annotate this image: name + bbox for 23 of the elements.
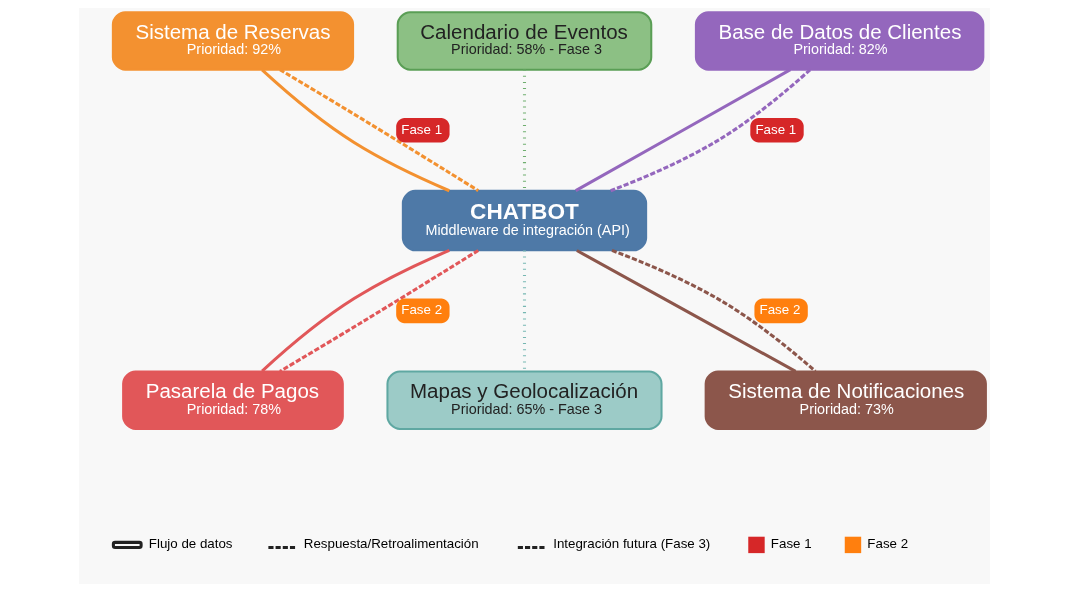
connector <box>610 249 816 373</box>
node-box: CHATBOT Middleware de integración (API) <box>401 189 647 252</box>
node-box: Pasarela de Pagos Prioridad: 78% <box>121 370 344 430</box>
connector <box>575 249 796 373</box>
node-box: Calendario de Eventos Prioridad: 58% - Fase 3 <box>396 11 652 71</box>
edge-label: Fase 2 <box>400 302 442 318</box>
connector <box>278 249 479 373</box>
edge-label: Fase 1 <box>400 121 442 137</box>
connector <box>574 68 791 192</box>
legend-label: Flujo de datos <box>148 536 233 552</box>
edge-label: Fase 2 <box>759 302 800 318</box>
legend-label: Fase 2 <box>866 536 908 552</box>
node-box: Sistema de Reservas Prioridad: 92% <box>111 11 354 71</box>
legend-label: Fase 1 <box>770 536 812 552</box>
node-box: Sistema de Notificaciones Prioridad: 73% <box>704 370 987 430</box>
edge-label: Fase 1 <box>754 121 796 137</box>
connector <box>522 69 526 191</box>
legend-label: Integración futura (Fase 3) <box>552 536 710 552</box>
connector <box>609 68 811 193</box>
node-box: Mapas y Geolocalización Prioridad: 65% - Fase 3 <box>385 370 663 430</box>
connector <box>278 68 479 192</box>
legend-label: Respuesta/Retroalimentación <box>303 536 479 552</box>
node-box: Base de Datos de Clientes Prioridad: 82% <box>694 11 984 71</box>
